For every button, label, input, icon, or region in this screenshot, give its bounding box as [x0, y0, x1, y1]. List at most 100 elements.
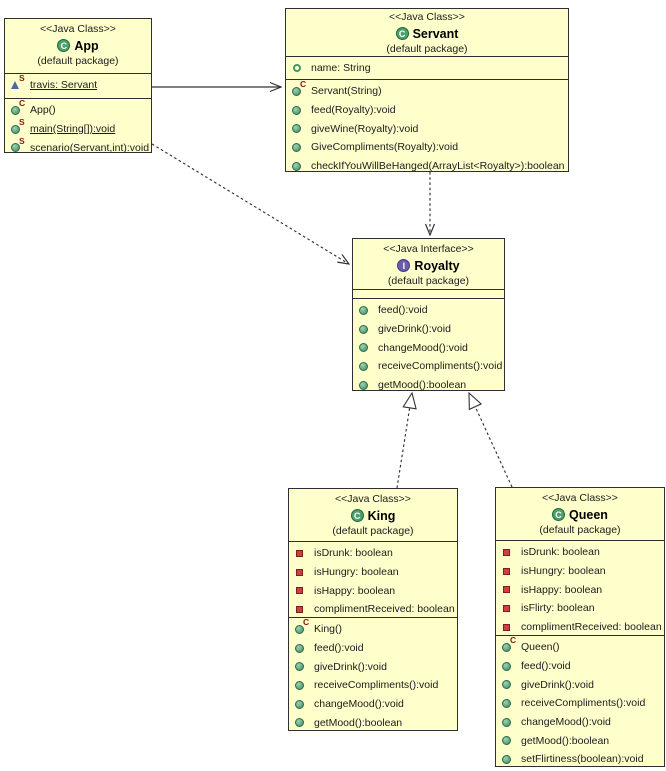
member-label: complimentReceived: boolean	[521, 621, 662, 634]
member-label: feed(Royalty):void	[311, 104, 396, 117]
member-label: giveDrink():void	[314, 660, 387, 673]
member-label: feed():void	[378, 304, 428, 317]
method-row[interactable]: getMood():boolean	[496, 731, 664, 750]
method-row[interactable]: changeMood():void	[289, 695, 457, 714]
methods-compartment: feed():void giveDrink():void changeMood():…	[353, 298, 504, 390]
field-row[interactable]: isFlirty: boolean	[496, 599, 664, 618]
member-label: isHungry: boolean	[314, 566, 399, 579]
relation-queen-royalty-realization[interactable]	[468, 391, 513, 488]
modifier-letter: C	[303, 617, 310, 628]
class-name: Royalty	[414, 258, 460, 273]
field-row[interactable]: complimentReceived: boolean	[289, 600, 457, 617]
method-row[interactable]: checkIfYouWillBeHanged(ArrayList<Royalty…	[286, 157, 568, 171]
public-method-icon	[294, 697, 309, 711]
member-label: giveDrink():void	[521, 678, 594, 691]
title-compartment: <<Java Class>> C App (default package)	[5, 19, 151, 73]
stereotype-label: <<Java Class>>	[40, 23, 116, 35]
public-method-icon: S	[10, 118, 25, 136]
field-row[interactable]: isHungry: boolean	[289, 563, 457, 582]
method-row[interactable]: receiveCompliments():void	[289, 676, 457, 695]
method-row[interactable]: getMood():boolean	[289, 713, 457, 730]
public-method-icon	[501, 659, 516, 673]
member-label: checkIfYouWillBeHanged(ArrayList<Royalty…	[311, 160, 565, 171]
member-label: isFlirty: boolean	[521, 602, 595, 615]
public-method-icon	[291, 140, 306, 154]
method-row[interactable]: giveDrink():void	[496, 675, 664, 694]
private-field-icon	[294, 602, 309, 616]
class-box-servant[interactable]: <<Java Class>> C Servant (default packag…	[285, 8, 569, 172]
method-row[interactable]: giveDrink():void	[353, 320, 504, 339]
field-row[interactable]: name: String	[286, 59, 568, 78]
package-label: (default package)	[387, 275, 470, 287]
method-row[interactable]: giveWine(Royalty):void	[286, 119, 568, 138]
field-row[interactable]: isHappy: boolean	[289, 581, 457, 600]
member-label: getMood():boolean	[521, 734, 610, 747]
public-method-icon: C	[291, 80, 306, 98]
method-row[interactable]: GiveCompliments(Royalty):void	[286, 138, 568, 157]
member-label: changeMood():void	[378, 341, 468, 354]
public-method-icon	[294, 678, 309, 692]
relation-king-royalty-realization[interactable]	[396, 391, 417, 489]
field-row[interactable]: isDrunk: boolean	[289, 544, 457, 563]
class-name: Queen	[569, 507, 608, 522]
public-method-icon	[294, 641, 309, 655]
method-row[interactable]: feed():void	[496, 657, 664, 676]
member-label: name: String	[311, 62, 371, 75]
method-row[interactable]: feed():void	[289, 639, 457, 658]
modifier-letter: S	[19, 135, 25, 146]
member-label: Queen()	[521, 641, 560, 654]
member-label: setFlirtiness(boolean):void	[521, 753, 644, 766]
public-method-icon	[358, 303, 373, 317]
title-compartment: <<Java Class>> C Servant (default packag…	[286, 9, 568, 56]
private-field-icon	[294, 565, 309, 579]
class-box-app[interactable]: <<Java Class>> C App (default package) S…	[4, 18, 152, 153]
field-row[interactable]: isDrunk: boolean	[496, 543, 664, 562]
public-method-icon	[358, 359, 373, 373]
method-row[interactable]: feed(Royalty):void	[286, 101, 568, 120]
method-row[interactable]: C App()	[5, 99, 151, 120]
method-row[interactable]: receiveCompliments():void	[353, 357, 504, 376]
public-method-icon	[501, 715, 516, 729]
member-label: receiveCompliments():void	[378, 360, 503, 373]
class-box-queen[interactable]: <<Java Class>> C Queen (default package)…	[495, 487, 665, 767]
public-method-icon	[501, 678, 516, 692]
field-row[interactable]: isHungry: boolean	[496, 562, 664, 581]
method-row[interactable]: changeMood():void	[353, 338, 504, 357]
field-row[interactable]: isHappy: boolean	[496, 580, 664, 599]
public-method-icon: C	[501, 636, 516, 654]
public-method-icon	[358, 378, 373, 390]
member-label: giveWine(Royalty):void	[311, 122, 419, 135]
methods-compartment: C Queen() feed():void giveDrink():void recei…	[496, 635, 664, 766]
member-label: changeMood():void	[314, 698, 404, 711]
member-label: GiveCompliments(Royalty):void	[311, 141, 459, 154]
class-box-king[interactable]: <<Java Class>> C King (default package) …	[288, 488, 458, 731]
interface-box-royalty[interactable]: <<Java Interface>> I Royalty (default pa…	[352, 238, 505, 391]
method-row[interactable]: giveDrink():void	[289, 657, 457, 676]
field-row[interactable]: complimentReceived: boolean	[496, 618, 664, 635]
public-method-icon: C	[294, 618, 309, 636]
method-row[interactable]: setFlirtiness(boolean):void	[496, 750, 664, 766]
modifier-letter: C	[510, 635, 517, 646]
method-row[interactable]: feed():void	[353, 301, 504, 320]
method-row[interactable]: receiveCompliments():void	[496, 694, 664, 713]
member-label: receiveCompliments():void	[314, 679, 439, 692]
method-row[interactable]: C Queen()	[496, 636, 664, 657]
package-label: (default package)	[386, 43, 468, 55]
member-label: isHappy: boolean	[314, 584, 396, 597]
public-method-icon	[291, 159, 306, 171]
stereotype-label: <<Java Class>>	[542, 492, 618, 504]
fields-compartment: name: String	[286, 56, 568, 79]
stereotype-label: <<Java Class>>	[335, 493, 411, 505]
relation-app-royalty-dependency[interactable]	[151, 143, 349, 264]
method-row[interactable]: changeMood():void	[496, 713, 664, 732]
method-row[interactable]: getMood():boolean	[353, 376, 504, 390]
public-method-icon: C	[10, 99, 25, 117]
member-label: App()	[30, 104, 56, 117]
